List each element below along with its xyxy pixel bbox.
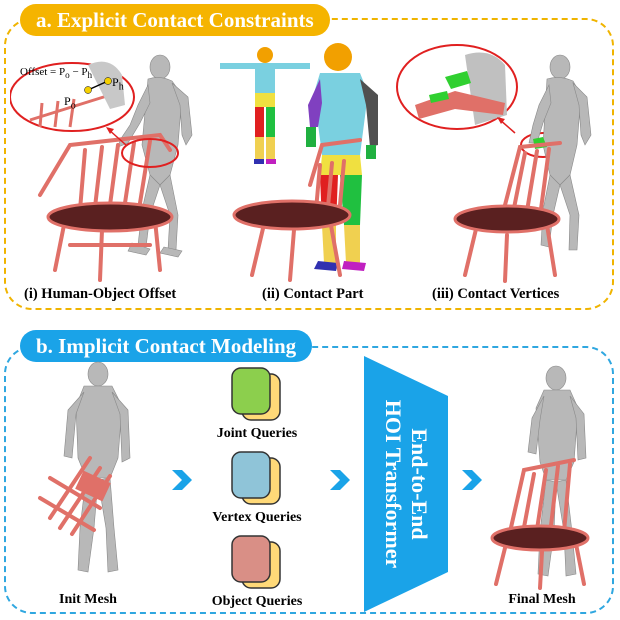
caption-human-object-offset: (i) Human-Object Offset	[24, 286, 177, 302]
chair	[38, 132, 172, 282]
panel-human-object-offset	[10, 54, 193, 282]
section-b-title: b. Implicit Contact Modeling	[20, 330, 313, 362]
transformer-label: End-to-End HOI Transformer	[380, 400, 432, 568]
arrow-icon	[172, 470, 192, 490]
arrow-icon	[462, 470, 482, 490]
chair-seat	[232, 199, 352, 231]
section-a-title: a. Explicit Contact Constraints	[20, 4, 330, 36]
chair-seat	[46, 201, 174, 233]
point-h-marker	[104, 77, 112, 85]
final-mesh-figure	[490, 365, 590, 590]
arrow-icon	[330, 470, 350, 490]
vertex-queries-icon	[231, 451, 281, 505]
caption-contact-part: (ii) Contact Part	[262, 286, 364, 302]
final-mesh-label: Final Mesh	[508, 592, 576, 607]
joint-queries-label: Joint Queries	[216, 426, 298, 441]
object-queries-icon	[231, 535, 281, 589]
transformer-block	[364, 356, 448, 612]
init-mesh-figure	[38, 361, 131, 573]
object-queries-label: Object Queries	[211, 594, 303, 609]
point-o-label: Po	[64, 94, 76, 112]
chair-seat	[453, 204, 561, 234]
point-o-marker	[84, 86, 92, 94]
offset-formula: Offset = Po − Ph	[20, 66, 93, 81]
highlight-circle	[121, 138, 179, 168]
panel-contact-part	[220, 43, 378, 282]
panel-contact-vertices	[396, 44, 592, 283]
chair-seat	[490, 524, 590, 552]
t-pose-body-parts	[220, 47, 310, 164]
joint-queries-icon	[231, 367, 281, 421]
transformer-line-1: End-to-End	[407, 428, 432, 540]
init-mesh-label: Init Mesh	[59, 592, 117, 607]
point-h-label: Ph	[112, 75, 124, 93]
vertex-queries-label: Vertex Queries	[212, 510, 302, 525]
caption-contact-vertices: (iii) Contact Vertices	[432, 286, 560, 302]
transformer-line-2: HOI Transformer	[381, 399, 406, 569]
chair	[463, 141, 562, 283]
